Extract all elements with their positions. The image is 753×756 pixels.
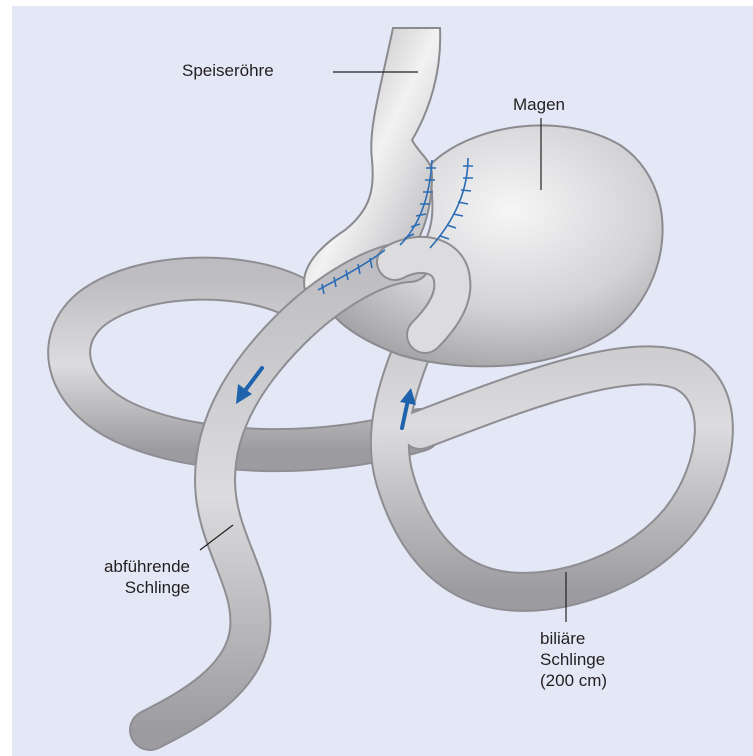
label-biliary-loop: biliäre Schlinge (200 cm)	[540, 628, 607, 691]
label-esophagus-text: Speiseröhre	[182, 61, 274, 80]
label-biliary-line2: Schlinge	[540, 649, 607, 670]
label-efferent-line1: abführende	[40, 556, 190, 577]
label-efferent-line2: Schlinge	[40, 577, 190, 598]
label-stomach-text: Magen	[513, 95, 565, 114]
label-biliary-line1: biliäre	[540, 628, 607, 649]
label-stomach: Magen	[513, 94, 565, 115]
label-biliary-line3: (200 cm)	[540, 670, 607, 691]
label-esophagus: Speiseröhre	[182, 60, 274, 81]
label-efferent-loop: abführende Schlinge	[40, 556, 190, 598]
